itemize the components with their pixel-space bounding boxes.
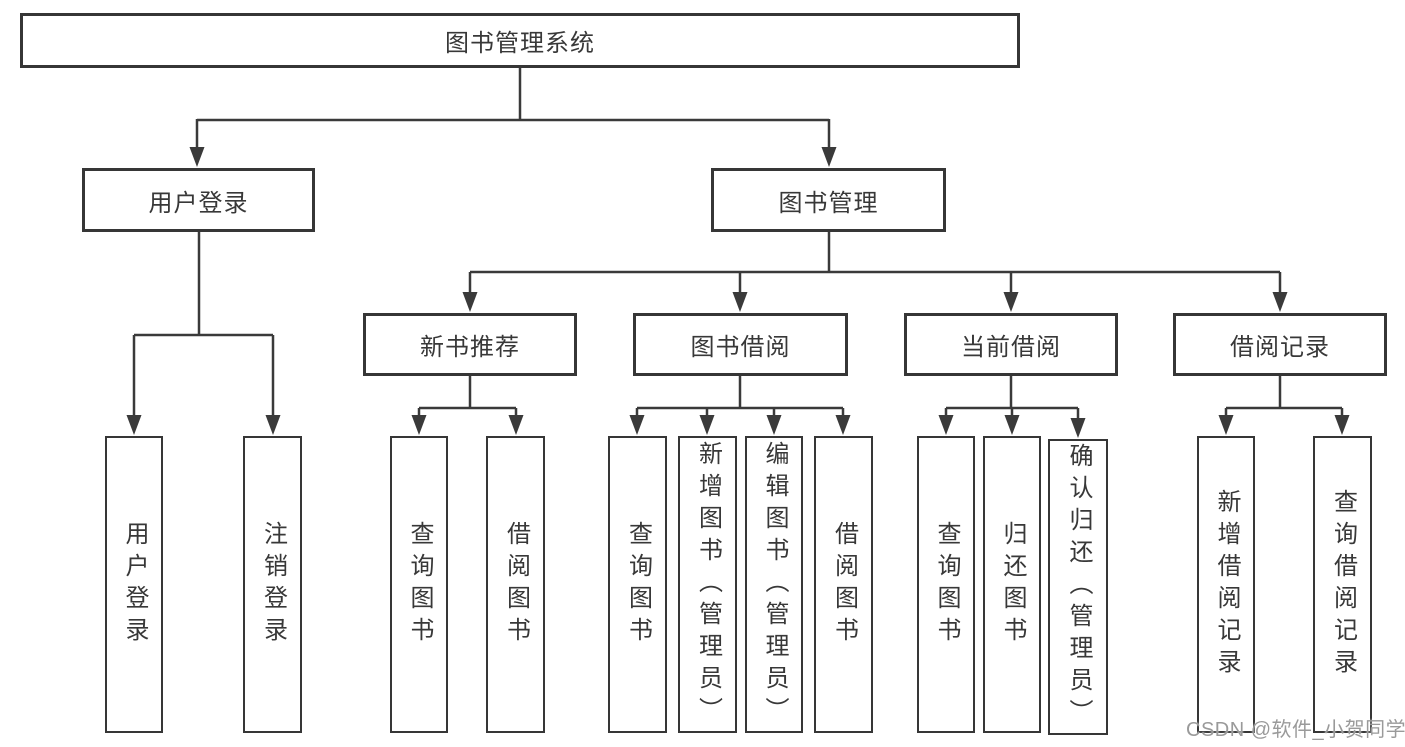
node-label: 查询图书 — [406, 520, 433, 649]
leaf-logout: 注销登录 — [243, 436, 302, 733]
node-label: 借阅图书 — [502, 520, 530, 649]
node-label: 用户登录 — [121, 520, 148, 649]
node-book-management: 图书管理 — [711, 168, 946, 232]
node-book-borrowing: 图书借阅 — [633, 313, 848, 376]
arrowheads — [126, 147, 1350, 438]
node-label: 图书管理 — [778, 189, 879, 217]
leaf-add-books-admin: 新增图书（管理员） — [678, 436, 737, 733]
node-user-login: 用户登录 — [82, 168, 315, 232]
leaf-edit-books-admin: 编辑图书（管理员） — [745, 436, 803, 733]
node-label: 新书推荐 — [420, 334, 520, 361]
node-borrowing-records: 借阅记录 — [1173, 313, 1387, 376]
node-label: 图书管理系统 — [445, 30, 595, 57]
leaf-return-books: 归还图书 — [983, 436, 1041, 733]
node-label: 确认归还（管理员） — [1065, 443, 1092, 731]
node-label: 查询图书 — [933, 520, 960, 649]
node-label: 用户登录 — [148, 189, 249, 217]
node-label: 图书借阅 — [690, 334, 791, 361]
leaf-query-books-recommend: 查询图书 — [390, 436, 448, 733]
node-label: 编辑图书（管理员） — [761, 440, 788, 729]
node-label: 归还图书 — [999, 520, 1026, 649]
node-book-management-system: 图书管理系统 — [20, 13, 1020, 68]
node-label: 注销登录 — [259, 520, 287, 649]
watermark: CSDN @软件_小贺同学 — [1186, 719, 1405, 741]
leaf-query-borrow-record: 查询借阅记录 — [1313, 436, 1372, 733]
leaf-confirm-return-admin: 确认归还（管理员） — [1048, 439, 1108, 735]
node-label: 当前借阅 — [961, 334, 1061, 361]
node-label: 借阅图书 — [830, 520, 858, 649]
leaf-add-borrow-record: 新增借阅记录 — [1197, 436, 1255, 733]
node-current-borrowing: 当前借阅 — [904, 313, 1118, 376]
node-label: 新增借阅记录 — [1213, 488, 1240, 681]
leaf-query-books-current: 查询图书 — [917, 436, 975, 733]
node-label: 查询借阅记录 — [1329, 488, 1357, 681]
leaf-user-login: 用户登录 — [105, 436, 163, 733]
leaf-query-books-borrowing: 查询图书 — [608, 436, 667, 733]
node-label: 查询图书 — [624, 520, 652, 649]
node-new-book-recommendation: 新书推荐 — [363, 313, 577, 376]
node-label: 新增图书（管理员） — [694, 440, 722, 729]
leaf-borrow-books-recommend: 借阅图书 — [486, 436, 545, 733]
node-label: 借阅记录 — [1230, 334, 1330, 361]
leaf-borrow-books: 借阅图书 — [814, 436, 873, 733]
